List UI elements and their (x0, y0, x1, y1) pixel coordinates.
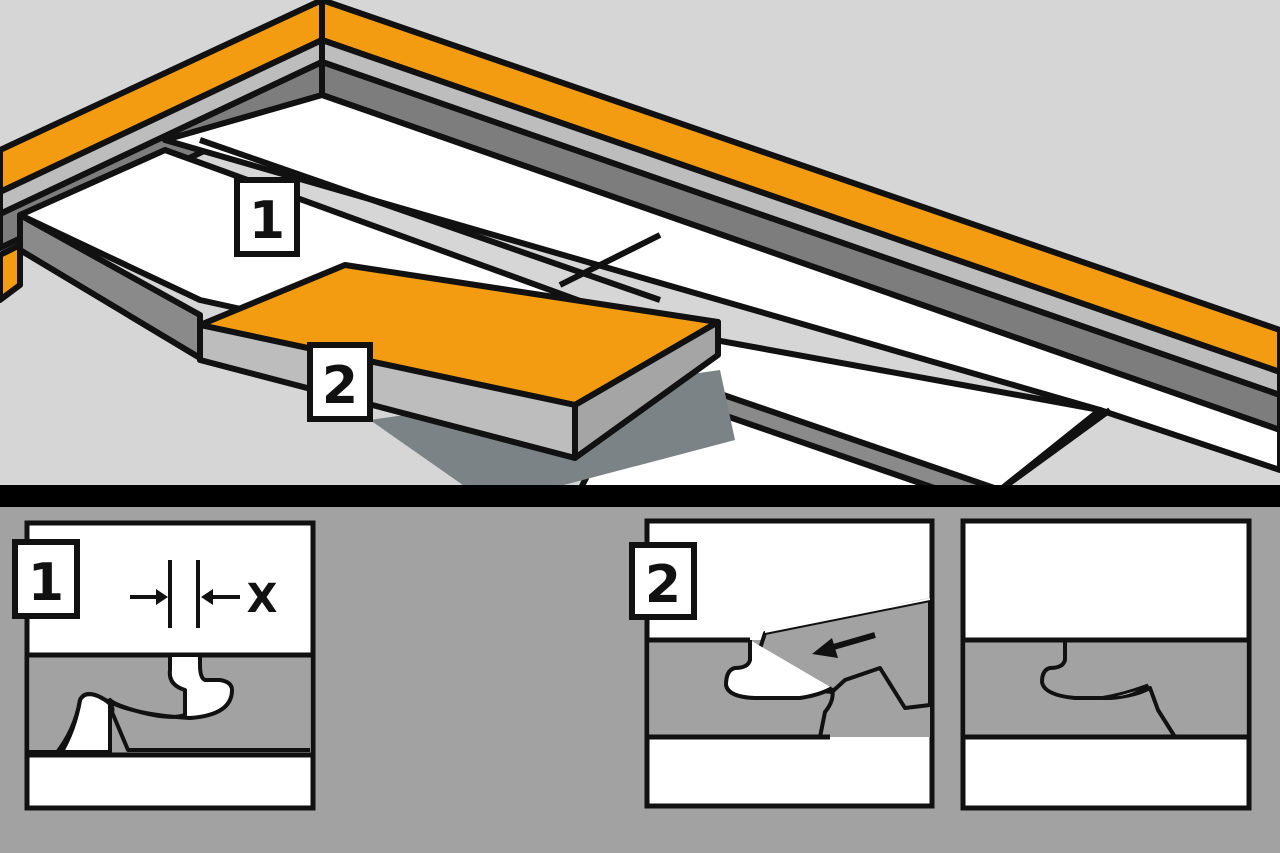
detail-panel-2: 2 (629, 518, 935, 809)
tongue-profile-1 (30, 692, 310, 757)
section-divider (0, 485, 1280, 507)
board-seam-2 (558, 232, 662, 288)
label-2-detail: 2 (629, 542, 697, 620)
skirting-right-grey (319, 37, 1280, 398)
svg-text:2: 2 (322, 356, 358, 416)
board-seam-3 (998, 407, 1112, 493)
board-row-back (162, 92, 1280, 473)
skirting-right-orange (319, 0, 1280, 375)
board-cross-section-3 (966, 640, 1246, 737)
label-2-top: 2 (307, 342, 373, 422)
push-arrow-icon (812, 632, 876, 658)
room-scene: 1 2 (0, 0, 1280, 493)
svg-text:1: 1 (249, 191, 285, 251)
gap-symbol: X (247, 576, 278, 622)
label-1-detail: 1 (12, 539, 80, 619)
detail-panel-3 (960, 518, 1252, 811)
new-board-side (572, 319, 721, 461)
detail-panel-1: X 1 (12, 520, 316, 811)
svg-text:1: 1 (28, 553, 64, 613)
skirting-right-dark (319, 59, 1280, 433)
arrow-right-icon (130, 589, 168, 605)
label-1-top: 1 (234, 177, 300, 257)
skirting-front-left (0, 242, 23, 303)
groove-opening-2 (724, 640, 834, 700)
svg-text:2: 2 (645, 555, 681, 615)
arrow-left-icon (201, 589, 240, 605)
